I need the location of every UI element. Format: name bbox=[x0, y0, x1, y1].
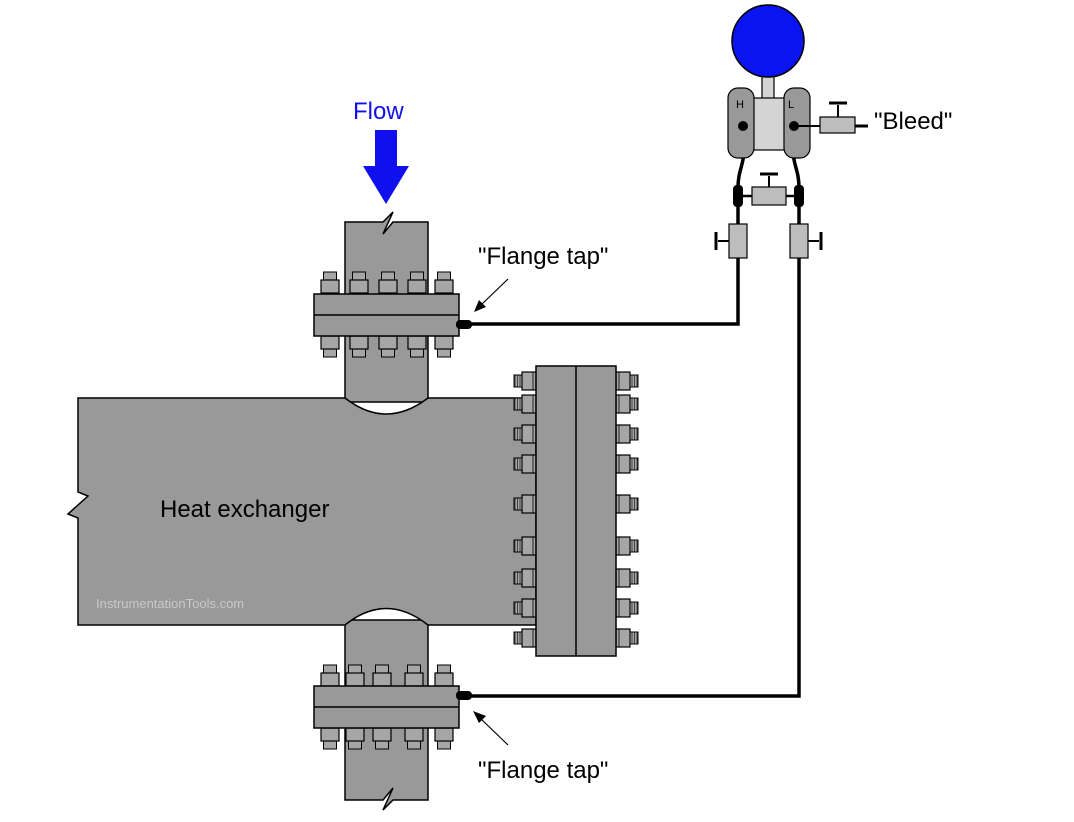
heat-exchanger-label: Heat exchanger bbox=[160, 496, 329, 523]
flange-tap-top-label: "Flange tap" bbox=[478, 243, 608, 270]
flange-tap-top-arrow-icon bbox=[474, 278, 509, 312]
manifold-tubes bbox=[733, 149, 804, 224]
flange-tap-bottom-label: "Flange tap" bbox=[478, 757, 608, 784]
block-valve-low bbox=[789, 223, 823, 259]
flange-tap-top-fitting bbox=[456, 320, 472, 329]
bleed-valve bbox=[799, 101, 868, 134]
impulse-line-high bbox=[466, 252, 740, 326]
transmitter-gauge bbox=[731, 4, 805, 78]
flow-arrow-icon bbox=[363, 130, 409, 204]
flange-tap-bottom-arrow-icon bbox=[473, 711, 509, 746]
high-port-label: H bbox=[736, 99, 744, 111]
channel-head-flange bbox=[535, 365, 617, 657]
impulse-line-low bbox=[466, 252, 801, 698]
flow-label: Flow bbox=[353, 98, 404, 125]
dp-transmitter bbox=[727, 73, 811, 159]
low-port-label: L bbox=[788, 99, 794, 111]
flange-tap-bottom-fitting bbox=[456, 691, 472, 700]
top-flange bbox=[313, 293, 460, 337]
equalizing-valve bbox=[751, 172, 787, 206]
bleed-label: "Bleed" bbox=[874, 108, 952, 135]
watermark: InstrumentationTools.com bbox=[96, 596, 244, 611]
heat-exchanger-shell bbox=[66, 397, 537, 626]
block-valve-high bbox=[714, 223, 748, 259]
bottom-flange bbox=[313, 685, 460, 729]
